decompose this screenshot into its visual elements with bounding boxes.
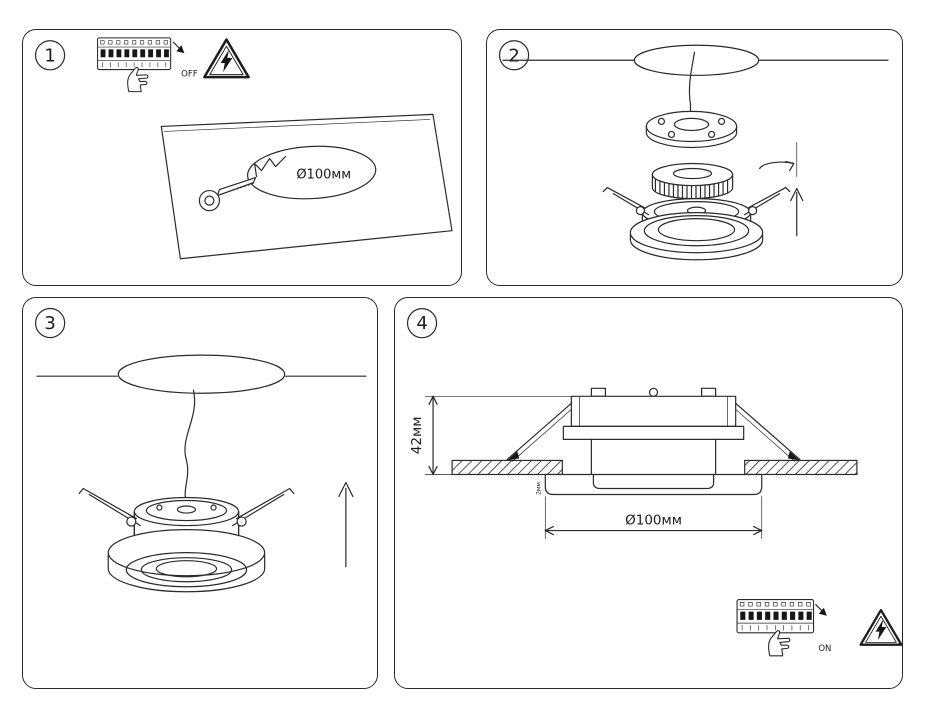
- dimension-height: 42мм: [407, 395, 572, 476]
- electric-warning-icon: [203, 38, 250, 79]
- power-on-switch: ON: [736, 599, 831, 657]
- supply-wire: [688, 51, 696, 111]
- spring-arm-right: [735, 402, 801, 462]
- trim-ring-section: [544, 473, 763, 496]
- switch-state-off: OFF: [181, 69, 198, 79]
- ceiling-line: [36, 354, 367, 394]
- step-number-3: 3: [34, 307, 66, 339]
- hole-outline: [246, 145, 377, 200]
- step-number-4: 4: [406, 308, 438, 339]
- insert-arrow: [338, 481, 354, 568]
- panel-step-1: 1 OFF Ø100мм: [22, 29, 462, 286]
- installed-cross-section: 42мм Ø100мм 2мм: [407, 387, 858, 539]
- step-3-label: 3: [44, 313, 55, 334]
- ceiling-hole: [633, 44, 760, 76]
- ceiling-section-right: [744, 459, 858, 476]
- heatsink-ring: [651, 162, 734, 200]
- spring-clip-right: [231, 487, 295, 527]
- step-number-1: 1: [34, 40, 66, 71]
- electric-warning-icon: [859, 608, 902, 646]
- panel-step-3: 3: [22, 297, 378, 689]
- mounting-ring: [645, 110, 738, 149]
- tile-edge-line: [163, 119, 431, 132]
- spring-clip-left: [78, 487, 141, 527]
- fixture-knob: [648, 387, 659, 397]
- ceiling-hole: [117, 354, 286, 394]
- step-number-2: 2: [498, 40, 530, 71]
- rotate-arrow: [759, 142, 798, 177]
- hole-diameter-label: Ø100мм: [296, 168, 351, 183]
- fixture-body: [570, 395, 737, 427]
- step-3-illustration: 3: [34, 307, 367, 593]
- panel-step-2: 2: [486, 29, 903, 286]
- insert-arrow: [790, 187, 804, 237]
- ceiling-line: [502, 44, 889, 76]
- ceiling-thickness-label: 2мм: [535, 482, 542, 495]
- step-2-label: 2: [508, 45, 519, 66]
- step-4-label: 4: [416, 313, 427, 334]
- step-1-illustration: 1 OFF Ø100мм: [34, 37, 453, 260]
- step-1-label: 1: [44, 45, 55, 66]
- power-off-switch: OFF: [97, 37, 198, 93]
- diameter-label: Ø100мм: [625, 513, 682, 529]
- fixture-flange: [562, 425, 745, 440]
- dimension-diameter: Ø100мм: [544, 496, 763, 539]
- spring-arm-left: [506, 402, 572, 462]
- supply-wire: [184, 389, 196, 500]
- spring-clip-left: [602, 186, 649, 216]
- trim-ring: [602, 186, 791, 261]
- ceiling-tile: Ø100мм: [160, 113, 453, 260]
- step-2-illustration: 2: [498, 40, 889, 261]
- ceiling-section-left: [451, 459, 563, 476]
- switch-state-on: ON: [818, 644, 831, 654]
- step-4-illustration: 4: [406, 308, 902, 657]
- cut-line: [253, 155, 287, 178]
- keyhole-saw-icon: [198, 176, 257, 212]
- height-label: 42мм: [409, 417, 425, 455]
- downlight-fixture: [78, 487, 295, 593]
- spring-clip-right: [744, 186, 791, 216]
- panel-step-4: 4: [394, 297, 903, 689]
